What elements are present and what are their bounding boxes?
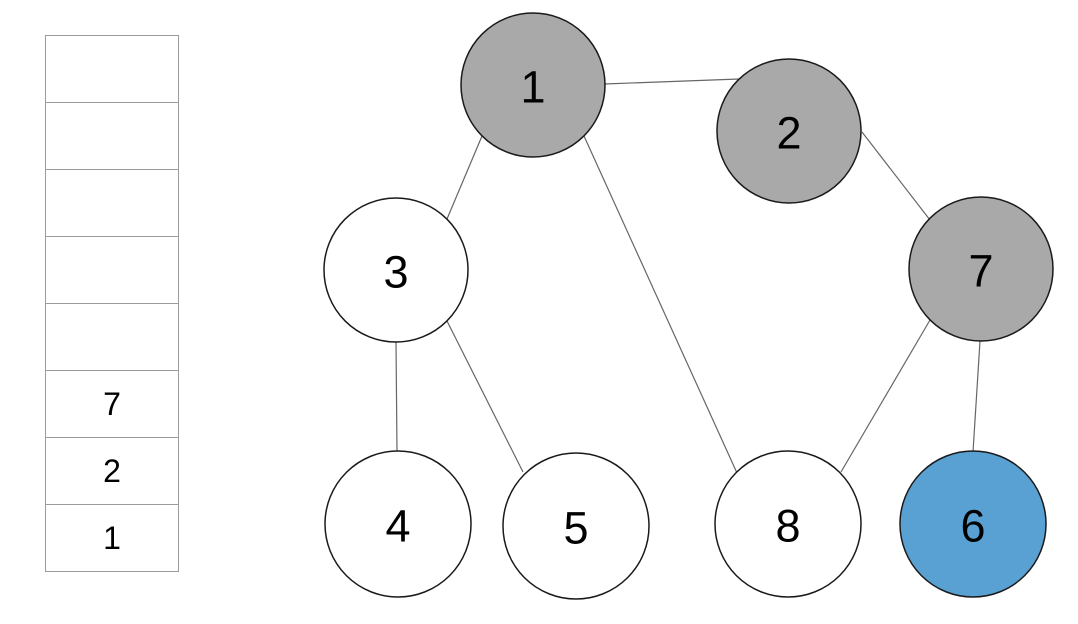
edge-7-6: [972, 340, 981, 453]
edge-3-5: [446, 320, 524, 473]
stack-cell-1: [46, 36, 178, 103]
node-8-circle[interactable]: [714, 450, 862, 598]
node-6[interactable]: 6: [899, 450, 1047, 598]
stack-cell-7: 2: [46, 438, 178, 505]
node-7[interactable]: 7: [908, 196, 1054, 342]
stack-cell-8: 1: [103, 520, 121, 556]
node-6-circle[interactable]: [899, 450, 1047, 598]
edge-1-3: [446, 135, 483, 220]
stack-cell-2: [46, 103, 178, 170]
stack: 7 2 1: [45, 35, 179, 572]
edge-1-2: [603, 78, 740, 85]
node-4[interactable]: 4: [324, 450, 472, 598]
node-8[interactable]: 8: [714, 450, 862, 598]
edge-2-7: [861, 131, 931, 221]
node-7-circle[interactable]: [908, 196, 1054, 342]
stack-cell-4: [46, 237, 178, 304]
stack-cell-3: [46, 170, 178, 237]
node-1[interactable]: 1: [460, 12, 606, 158]
node-5-circle[interactable]: [502, 452, 650, 600]
stack-cell-5: [46, 304, 178, 371]
edge-1-8: [583, 135, 738, 474]
node-2[interactable]: 2: [716, 58, 862, 204]
edge-7-8: [840, 319, 931, 473]
node-1-circle[interactable]: [460, 12, 606, 158]
node-3[interactable]: 3: [323, 197, 469, 343]
node-4-circle[interactable]: [324, 450, 472, 598]
node-2-circle[interactable]: [716, 58, 862, 204]
node-5[interactable]: 5: [502, 452, 650, 600]
edge-layer: [395, 78, 981, 474]
node-3-circle[interactable]: [323, 197, 469, 343]
stack-cell-6: 7: [46, 371, 178, 438]
edge-3-4: [395, 341, 398, 452]
